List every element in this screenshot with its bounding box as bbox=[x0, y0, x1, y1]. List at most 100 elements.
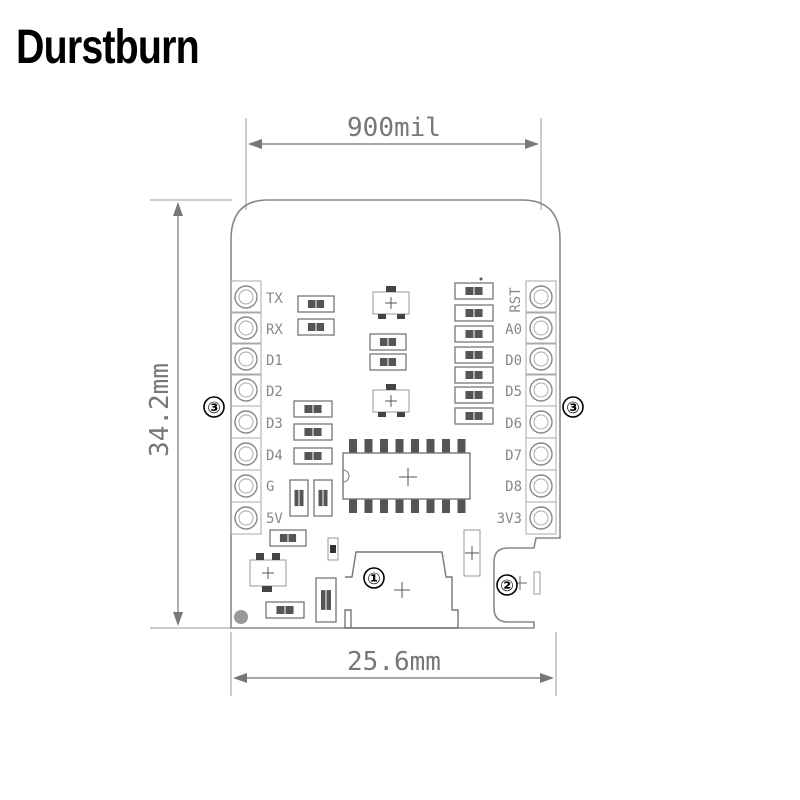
right-pin-header bbox=[525, 280, 557, 535]
ic-pin bbox=[380, 499, 388, 513]
pin-label: A0 bbox=[505, 322, 522, 338]
width-bottom-label: 25.6mm bbox=[347, 647, 441, 677]
svg-text:③: ③ bbox=[207, 398, 221, 417]
right-pin-labels: RST A0 D0 D5 D6 D7 D8 3V3 bbox=[497, 287, 524, 527]
pin-label: D1 bbox=[266, 353, 283, 369]
pin-drill bbox=[533, 289, 549, 305]
ic-pin bbox=[411, 499, 419, 513]
pin-drill bbox=[533, 478, 549, 494]
pin-hole bbox=[529, 285, 553, 309]
ic-pin bbox=[442, 439, 450, 453]
pin-label: D7 bbox=[505, 448, 522, 464]
pin-label: D4 bbox=[266, 448, 283, 464]
pin-hole bbox=[529, 316, 553, 340]
pin-drill bbox=[238, 510, 254, 526]
pin-label: D5 bbox=[505, 384, 522, 400]
dimension-height-left: 34.2mm bbox=[145, 199, 232, 629]
ic-chip bbox=[342, 439, 471, 513]
pin-label: 5V bbox=[266, 511, 283, 527]
ic-pin bbox=[380, 439, 388, 453]
pin-drill bbox=[533, 382, 549, 398]
pin-label: G bbox=[266, 479, 274, 495]
sot-component bbox=[372, 286, 410, 319]
pin-label: 3V3 bbox=[497, 511, 522, 527]
pin-pad bbox=[230, 280, 262, 314]
pin-drill bbox=[238, 351, 254, 367]
pin-hole bbox=[529, 442, 553, 466]
svg-text:②: ② bbox=[500, 576, 514, 595]
usb-connector bbox=[344, 551, 459, 629]
sot-component bbox=[249, 553, 287, 592]
pin-hole bbox=[529, 410, 553, 434]
pin-pad bbox=[525, 311, 557, 345]
pin-drill bbox=[533, 510, 549, 526]
left-pin-labels: TX RX D1 D2 D3 D4 G 5V bbox=[266, 291, 283, 527]
ic-pin bbox=[426, 499, 435, 513]
ic-pin bbox=[395, 499, 404, 513]
ic-pin bbox=[442, 499, 450, 513]
pin-hole bbox=[529, 474, 553, 498]
ic-pin bbox=[349, 439, 357, 453]
pin-pad bbox=[525, 280, 557, 314]
pin-hole bbox=[234, 347, 258, 371]
pin-pad bbox=[525, 501, 557, 535]
pin-hole bbox=[234, 474, 258, 498]
pin-label: RST bbox=[508, 287, 524, 313]
mounting-dot bbox=[234, 610, 248, 624]
pin-hole bbox=[529, 506, 553, 530]
ic-pin bbox=[457, 439, 466, 453]
pin-hole bbox=[234, 316, 258, 340]
pin-label: D8 bbox=[505, 479, 522, 495]
pin-drill bbox=[238, 478, 254, 494]
pin-label: D2 bbox=[266, 384, 283, 400]
svg-text:①: ① bbox=[367, 569, 381, 588]
pin-pad bbox=[230, 501, 262, 535]
diode-component bbox=[327, 537, 339, 561]
pin-drill bbox=[533, 446, 549, 462]
pin-hole bbox=[234, 506, 258, 530]
diode-component bbox=[463, 529, 481, 577]
pin-hole bbox=[529, 378, 553, 402]
callout-usb: ① bbox=[363, 567, 385, 589]
ic-pin bbox=[411, 439, 419, 453]
pin-drill bbox=[238, 382, 254, 398]
board-outline bbox=[230, 199, 561, 629]
ic-pin bbox=[364, 439, 373, 453]
sot-component bbox=[372, 384, 410, 417]
smd-components bbox=[265, 282, 494, 623]
dimension-width-top: 900mil bbox=[245, 113, 542, 210]
pin-hole bbox=[234, 442, 258, 466]
ic-pin bbox=[364, 499, 373, 513]
ic-pin bbox=[349, 499, 357, 513]
dimension-width-bottom: 25.6mm bbox=[230, 632, 557, 696]
callout-header-right: ③ bbox=[562, 396, 584, 418]
pin-pad bbox=[525, 342, 557, 376]
callout-header-left: ③ bbox=[203, 396, 225, 418]
height-left-label: 34.2mm bbox=[145, 363, 175, 457]
pin-drill bbox=[533, 320, 549, 336]
tick-mark bbox=[479, 277, 483, 281]
pin-drill bbox=[533, 414, 549, 430]
pin-label: D3 bbox=[266, 416, 283, 432]
ic-pin bbox=[426, 439, 435, 453]
svg-text:③: ③ bbox=[566, 398, 580, 417]
pin-label: D6 bbox=[505, 416, 522, 432]
pin-drill bbox=[238, 446, 254, 462]
left-pin-header bbox=[230, 280, 262, 535]
pin-hole bbox=[234, 410, 258, 434]
pin-hole bbox=[529, 347, 553, 371]
pin-drill bbox=[238, 320, 254, 336]
ic-pin bbox=[457, 499, 466, 513]
pin-pad bbox=[230, 311, 262, 345]
brand-title: Durstburn bbox=[16, 21, 200, 74]
pin-label: RX bbox=[266, 322, 283, 338]
pin-label: TX bbox=[266, 291, 283, 307]
pin-drill bbox=[238, 289, 254, 305]
pin-drill bbox=[533, 351, 549, 367]
pin-pad bbox=[230, 342, 262, 376]
pin-label: D0 bbox=[505, 353, 522, 369]
pin-hole bbox=[234, 285, 258, 309]
pin-drill bbox=[238, 414, 254, 430]
callout-button: ② bbox=[496, 574, 518, 596]
